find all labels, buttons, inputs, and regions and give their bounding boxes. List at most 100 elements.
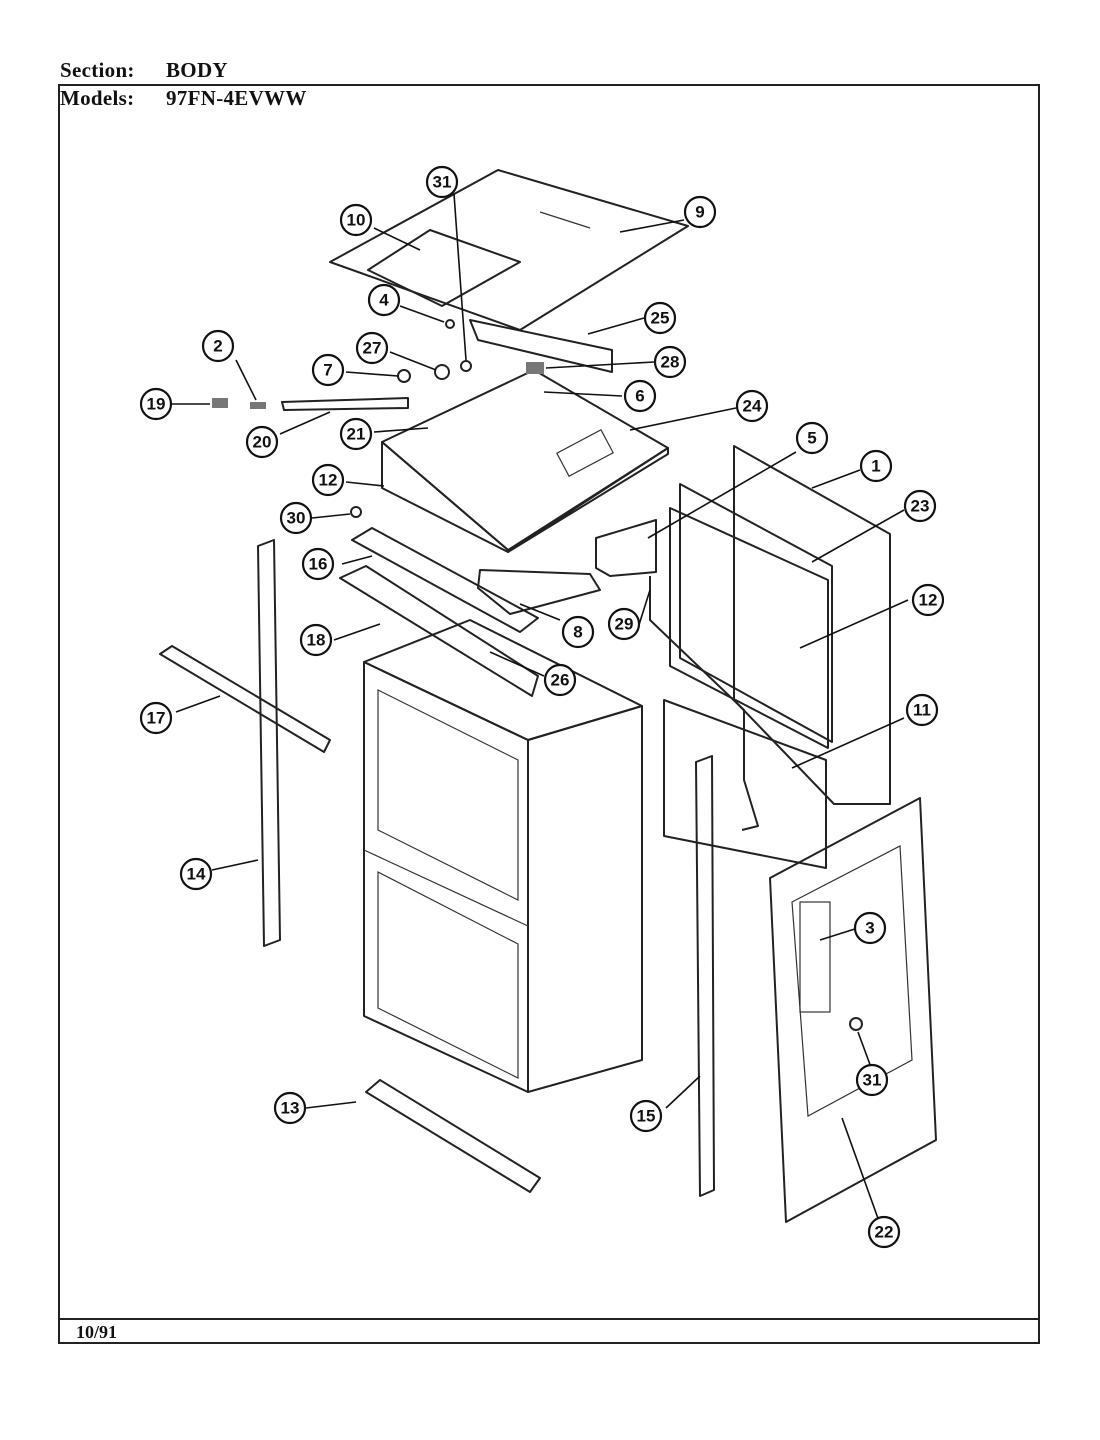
footer-divider — [58, 1318, 1040, 1320]
svg-text:29: 29 — [615, 615, 634, 634]
section-value: BODY — [166, 58, 228, 82]
connector-19 — [212, 398, 228, 408]
svg-text:11: 11 — [913, 701, 931, 720]
callout-15: 15 — [629, 1099, 663, 1133]
callout-22: 22 — [867, 1215, 901, 1249]
cross-rail-17 — [159, 645, 331, 753]
rod-20 — [281, 397, 409, 411]
callout-16: 16 — [301, 547, 335, 581]
callout-30: 30 — [279, 501, 313, 535]
svg-text:2: 2 — [213, 337, 222, 356]
callout-13: 13 — [273, 1091, 307, 1125]
callout-26: 26 — [543, 663, 577, 697]
svg-text:25: 25 — [651, 309, 670, 328]
svg-text:6: 6 — [635, 387, 644, 406]
svg-text:17: 17 — [147, 709, 166, 728]
svg-text:31: 31 — [863, 1071, 882, 1090]
front-trim-strip — [351, 527, 539, 633]
upper-oven-opening — [377, 689, 519, 901]
bottom-rail-13 — [365, 1079, 541, 1193]
callout-17: 17 — [139, 701, 173, 735]
callout-9: 9 — [683, 195, 717, 229]
callout-12-side: 12 — [911, 583, 945, 617]
callout-18: 18 — [299, 623, 333, 657]
callout-24: 24 — [735, 389, 769, 423]
grommet-31 — [460, 360, 472, 372]
models-value: 97FN-4EVWW — [166, 86, 307, 110]
svg-text:7: 7 — [323, 361, 332, 380]
callout-6: 6 — [623, 379, 657, 413]
callout-28: 28 — [653, 345, 687, 379]
svg-text:12: 12 — [319, 471, 338, 490]
spring-2 — [250, 402, 266, 409]
revision-date: 10/91 — [76, 1322, 118, 1342]
callout-25: 25 — [643, 301, 677, 335]
callout-10: 10 — [339, 203, 373, 237]
models-label: Models: — [60, 86, 135, 110]
lower-oven-opening — [377, 871, 519, 1079]
frame-plate-3 — [799, 901, 831, 1013]
screw-4 — [445, 319, 455, 329]
svg-text:23: 23 — [911, 497, 930, 516]
callout-31-top: 31 — [425, 165, 459, 199]
lower-panel-11 — [663, 699, 827, 869]
fitting-27 — [434, 364, 450, 380]
svg-text:20: 20 — [253, 433, 272, 452]
side-rail-14 — [257, 539, 281, 947]
upper-burner-box-front — [507, 447, 669, 553]
svg-text:18: 18 — [307, 631, 326, 650]
svg-text:26: 26 — [551, 671, 570, 690]
svg-text:27: 27 — [363, 339, 382, 358]
shield-plate — [367, 229, 521, 307]
section-label: Section: — [60, 58, 135, 82]
callout-3: 3 — [853, 911, 887, 945]
front-frame-22 — [769, 797, 937, 1223]
svg-text:31: 31 — [433, 173, 452, 192]
svg-text:1: 1 — [871, 457, 880, 476]
inner-panel-12 — [669, 507, 829, 749]
svg-text:9: 9 — [695, 203, 704, 222]
callout-31-lower: 31 — [855, 1063, 889, 1097]
duct-8 — [477, 569, 601, 615]
svg-text:13: 13 — [281, 1099, 300, 1118]
nut-30 — [350, 506, 362, 518]
bracket-strip — [469, 319, 613, 373]
callout-5: 5 — [795, 421, 829, 455]
upper-trim-18 — [339, 565, 539, 697]
outer-side-panel-1 — [733, 445, 891, 805]
svg-text:10: 10 — [347, 211, 366, 230]
svg-text:22: 22 — [875, 1223, 894, 1242]
grommet-31-lower — [849, 1017, 863, 1031]
callout-14: 14 — [179, 857, 213, 891]
diagram-frame — [58, 84, 1040, 1344]
svg-text:24: 24 — [743, 397, 762, 416]
svg-text:21: 21 — [347, 425, 366, 444]
svg-text:12: 12 — [919, 591, 938, 610]
callout-20: 20 — [245, 425, 279, 459]
svg-text:16: 16 — [309, 555, 328, 574]
front-frame-window — [791, 845, 913, 1117]
svg-text:5: 5 — [807, 429, 816, 448]
washer-7 — [397, 369, 411, 383]
callout-8: 8 — [561, 615, 595, 649]
clip-28 — [526, 362, 544, 374]
side-rail-15 — [695, 755, 715, 1197]
callout-12-upper: 12 — [311, 463, 345, 497]
callout-7: 7 — [311, 353, 345, 387]
callout-19: 19 — [139, 387, 173, 421]
svg-text:15: 15 — [637, 1107, 656, 1126]
oven-cavity-top — [363, 619, 643, 741]
junction-box-5 — [595, 519, 657, 577]
svg-text:28: 28 — [661, 353, 680, 372]
gas-tube-29 — [649, 576, 759, 831]
upper-burner-box-side — [381, 441, 509, 553]
oven-cavity-side — [527, 705, 643, 1093]
leader-lines — [172, 193, 909, 1225]
svg-text:30: 30 — [287, 509, 306, 528]
svg-text:19: 19 — [147, 395, 166, 414]
callout-29: 29 — [607, 607, 641, 641]
svg-text:3: 3 — [865, 919, 874, 938]
callout-27: 27 — [355, 331, 389, 365]
svg-text:8: 8 — [573, 623, 582, 642]
callout-1: 1 — [859, 449, 893, 483]
